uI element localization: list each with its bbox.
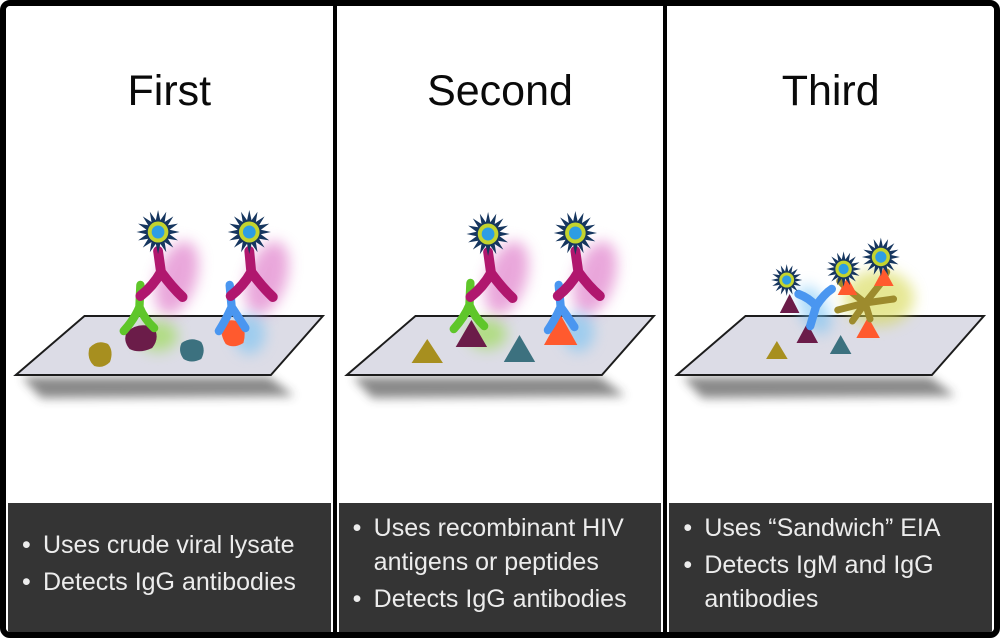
- caption-second: • Uses recombinant HIV antigens or pepti…: [338, 503, 662, 632]
- bullet-marker: •: [22, 531, 31, 559]
- enzyme-starburst-icon: [771, 264, 803, 296]
- panel-third-generation: Third • Uses “Sa: [663, 6, 994, 632]
- labeled-antigen-orange: [838, 277, 858, 295]
- enzyme-starburst-icon: [466, 212, 510, 256]
- bullet-marker: •: [22, 568, 31, 596]
- bullet-text: Detects IgG antibodies: [43, 568, 296, 596]
- recombinant-antigen-maroon: [455, 320, 487, 347]
- conjugate-glow: [572, 241, 617, 315]
- labeled-antigen-orange: [874, 268, 894, 286]
- panel-title-third: Third: [781, 67, 880, 115]
- bullet-text: Uses “Sandwich” EIA: [704, 514, 941, 542]
- conjugate-glow: [154, 241, 199, 315]
- bullet-item: • Detects IgG antibodies: [353, 582, 656, 616]
- bullet-text: Uses crude viral lysate: [43, 531, 295, 559]
- bullet-text: Uses recombinant HIV antigens or peptide…: [373, 514, 624, 576]
- bullet-marker: •: [352, 585, 362, 613]
- caption-third: • Uses “Sandwich” EIA • Detects IgM and …: [669, 503, 993, 632]
- bullet-item: • Uses “Sandwich” EIA: [683, 511, 986, 545]
- enzyme-conjugate-antibody: [552, 246, 605, 301]
- caption-first: • Uses crude viral lysate • Detects IgG …: [8, 503, 331, 632]
- enzyme-starburst-icon: [136, 210, 180, 254]
- second-generation-illustration: [343, 211, 656, 398]
- panel-title-first: First: [127, 67, 212, 115]
- viral-lysate-antigen-maroon: [125, 325, 157, 352]
- enzyme-conjugate-antibody: [135, 246, 188, 302]
- first-generation-illustration: [13, 210, 326, 398]
- viral-lysate-antigen-olive: [88, 342, 112, 367]
- conjugate-glow: [484, 241, 529, 315]
- enzyme-starburst-icon: [862, 237, 901, 277]
- panel-second-generation: Second • Uses recombinant HIV an: [332, 6, 664, 632]
- conjugate-glow: [245, 241, 289, 315]
- third-generation-illustration: [674, 237, 987, 398]
- panel-first-generation: First • Uses crude viral lysate: [6, 6, 333, 632]
- bullet-text: Detects IgM and IgG antibodies: [704, 551, 934, 613]
- enzyme-conjugate-antibody: [465, 247, 518, 303]
- enzyme-starburst-icon: [553, 211, 597, 255]
- plate-shadow: [683, 377, 956, 398]
- viral-lysate-antigen-orange: [221, 320, 245, 347]
- enzyme-starburst-icon: [826, 251, 862, 287]
- recombinant-antigen-olive: [411, 339, 443, 363]
- enzyme-starburst-icon: [227, 210, 271, 254]
- bullet-item: • Uses recombinant HIV antigens or pepti…: [353, 511, 656, 579]
- plate-shadow: [352, 377, 626, 398]
- recombinant-antigen-orange: [543, 315, 578, 345]
- bullet-marker: •: [352, 514, 362, 542]
- plate-shadow: [21, 377, 295, 398]
- enzyme-conjugate-antibody: [225, 246, 278, 302]
- bullet-marker: •: [683, 514, 693, 542]
- bullet-item: • Detects IgM and IgG antibodies: [683, 548, 986, 616]
- recombinant-antigen-teal: [503, 335, 535, 362]
- panel-title-second: Second: [427, 67, 573, 115]
- viral-lysate-antigen-teal: [180, 339, 204, 362]
- plate-antigen-olive: [766, 341, 789, 359]
- bullet-marker: •: [683, 551, 693, 579]
- labeled-antigen-maroon: [780, 294, 800, 313]
- patient-antibody-blue: [794, 284, 837, 331]
- assay-plate: [674, 315, 987, 398]
- plate-antigen-teal: [830, 335, 852, 354]
- bullet-text: Detects IgG antibodies: [373, 585, 627, 613]
- bullet-item: • Detects IgG antibodies: [22, 565, 325, 599]
- plate-antigen-maroon: [796, 323, 819, 343]
- plate-antigen-orange: [856, 317, 881, 338]
- bullet-item: • Uses crude viral lysate: [22, 528, 325, 562]
